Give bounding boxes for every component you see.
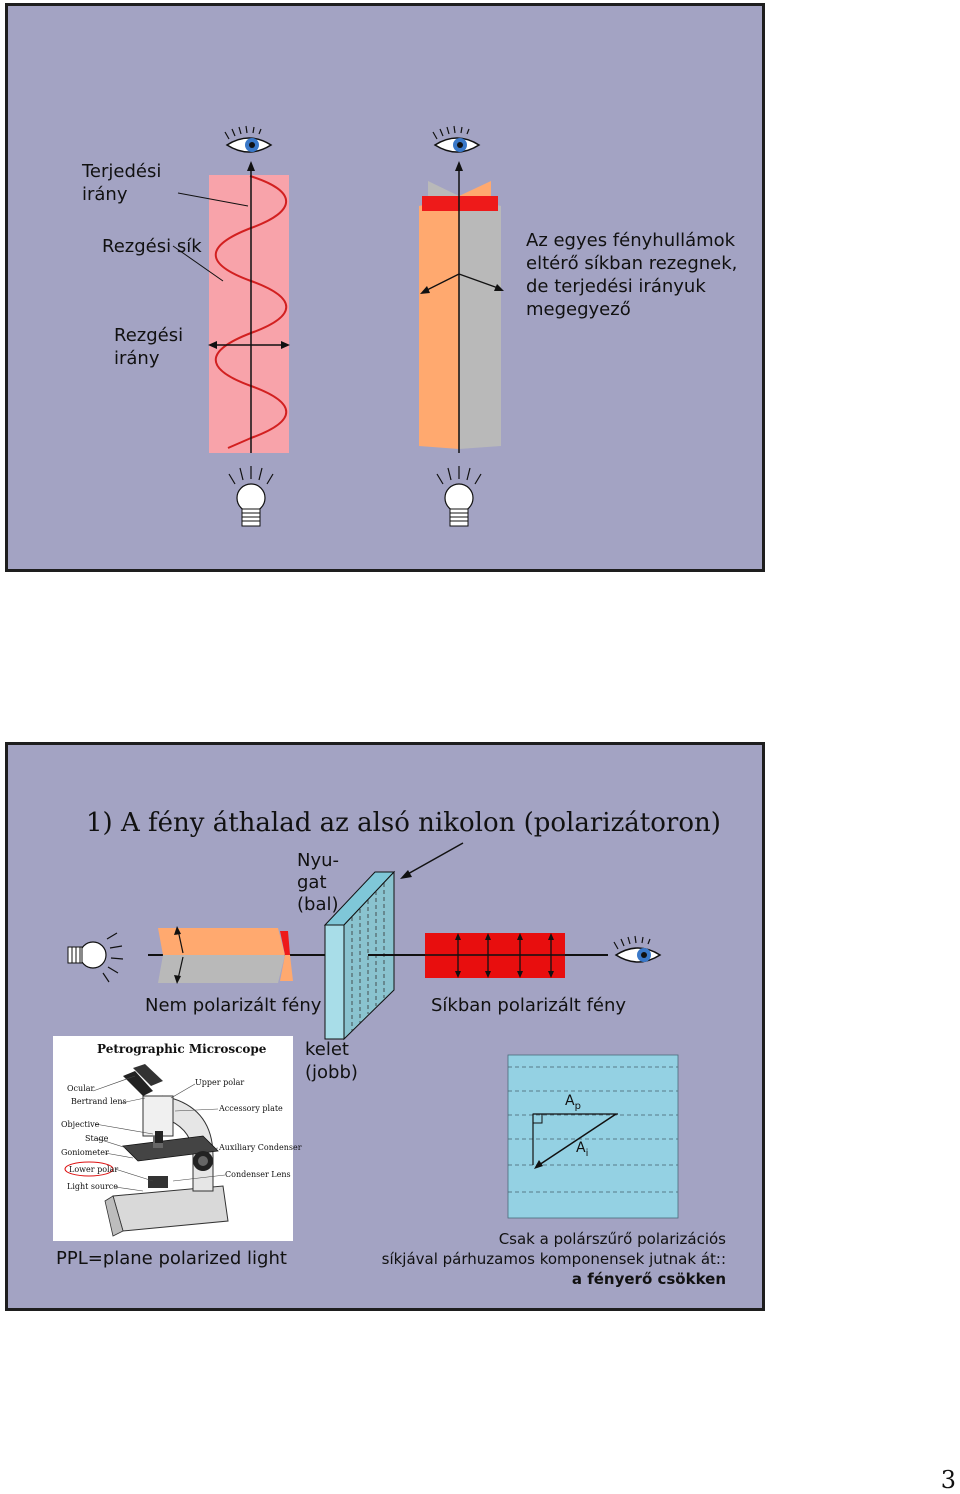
orange-plane [419,196,459,449]
microscope-title: Petrographic Microscope [97,1042,267,1056]
label-rezgesi: Rezgési [114,325,184,346]
label-plane-polarized-light: Síkban polarizált fény [431,995,627,1016]
microscope-label: Ocular [67,1084,95,1093]
slide-wave-propagation: Terjedési irány Rezgési sík Rezgési irán… [5,3,765,572]
microscope-label: Stage [85,1134,109,1143]
red-intersection [422,196,459,211]
vector-panel [507,1054,679,1219]
label-terjedesi-irany: irány [82,184,128,205]
sine-wave [215,175,287,449]
microscope-label: Bertrand lens [71,1097,127,1106]
microscope-label: Upper polar [195,1078,245,1087]
label-kelet: kelet [305,1039,349,1060]
caption-line: Csak a polárszűrő polarizációs [498,1230,726,1248]
label-nyugat: Nyu- [297,850,340,871]
eye-icon [224,125,273,153]
microscope-label: Condenser Lens [225,1170,291,1179]
caption-line: síkjával párhuzamos komponensek jutnak á… [381,1250,726,1268]
wave-diagram [172,125,504,527]
microscope-image: Petrographic Microscope Ocular Bertrand … [53,1036,302,1241]
label-rezgesi-irany: irány [114,348,160,369]
lightbulb-icon [228,466,274,527]
gray-plane [459,196,501,449]
microscope-label: Accessory plate [219,1104,283,1113]
label-kelet-jobb: (jobb) [305,1062,358,1083]
pink-plane [209,175,289,453]
label-unpolarized-light: Nem polarizált fény [145,995,322,1016]
lightbulb-icon [67,932,124,983]
eye-icon [432,125,481,153]
label-terjedesi: Terjedési [82,161,162,182]
polarizer-diagram [67,842,679,1219]
page-number: 3 [940,1466,956,1494]
description-line: eltérő síkban rezegnek, [526,253,738,274]
slide-polarizer: 1) A fény áthalad az alsó nikolon (polar… [5,742,765,1311]
microscope-label: Lower polar [69,1165,119,1174]
polarizer-front [324,924,345,1040]
microscope-label: Objective [61,1120,100,1129]
description-line: de terjedési irányuk [526,276,706,297]
description-line: megegyező [526,299,631,320]
microscope-label: Goniometer [61,1148,109,1157]
description-line: Az egyes fényhullámok [526,230,736,251]
label-ai: Ai [576,1140,589,1159]
label-nyugat-bal: (bal) [297,894,339,915]
label-ppl: PPL=plane polarized light [56,1248,287,1269]
slide-title: 1) A fény áthalad az alsó nikolon (polar… [86,808,721,838]
microscope-label: Light source [67,1182,119,1191]
label-ap: Ap [565,1093,581,1112]
vector-ai [535,1113,617,1168]
lightbulb-icon [436,466,482,527]
microscope-label: Auxiliary Condenser [219,1143,302,1152]
label-rezgesi-sik: Rezgési sík [102,236,202,257]
label-nyugat: gat [297,872,327,893]
orange-plane [158,928,285,955]
eye-icon [613,935,662,963]
gray-plane [158,955,285,983]
caption-emphasis: a fényerő csökken [571,1270,726,1288]
